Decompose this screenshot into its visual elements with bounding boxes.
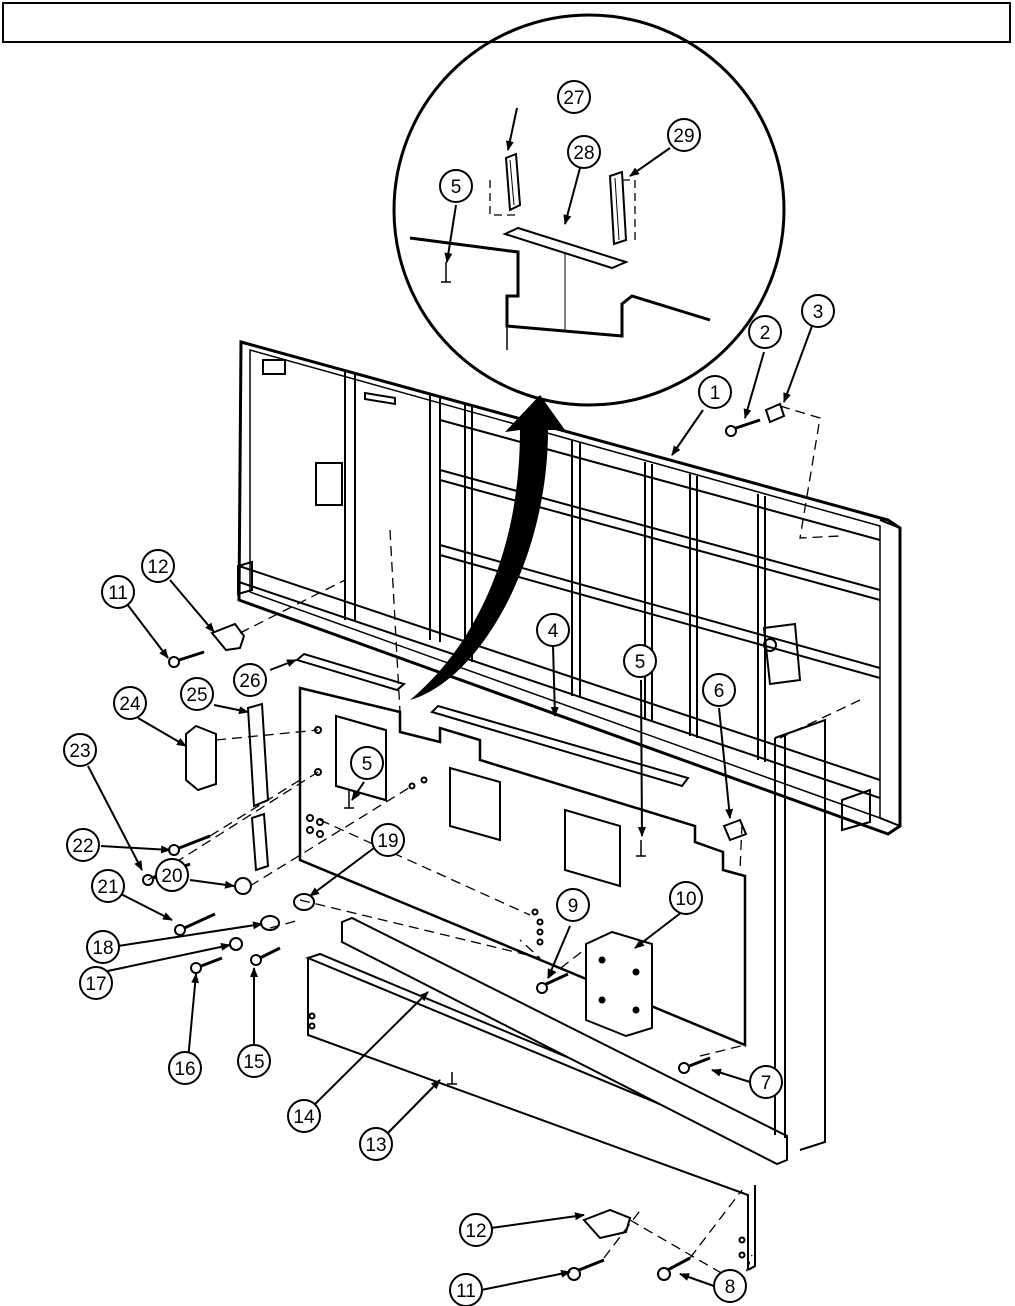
- callout-21: 21: [91, 869, 125, 903]
- svg-text:22: 22: [72, 836, 93, 857]
- svg-text:17: 17: [85, 974, 106, 995]
- callout-17: 17: [79, 966, 113, 1000]
- svg-text:8: 8: [725, 1277, 736, 1298]
- svg-text:27: 27: [563, 88, 584, 109]
- svg-text:7: 7: [761, 1073, 772, 1094]
- callout-13: 13: [359, 1127, 393, 1161]
- svg-text:28: 28: [573, 143, 594, 164]
- callout-11-bottom: 11: [449, 1273, 483, 1306]
- back-panel: [298, 686, 747, 1047]
- leader-lines: [87, 107, 813, 1291]
- callout-16: 16: [168, 1051, 202, 1085]
- callout-24: 24: [113, 686, 147, 720]
- callout-20: 20: [155, 858, 189, 892]
- svg-text:14: 14: [293, 1107, 315, 1128]
- callout-2: 2: [748, 315, 782, 349]
- callout-15: 15: [237, 1044, 271, 1078]
- callout-8: 10: [669, 881, 703, 915]
- callout-4: 4: [536, 613, 570, 647]
- callout-26: 26: [233, 663, 267, 697]
- callout-5-right: 5: [623, 644, 657, 678]
- svg-text:26: 26: [239, 671, 260, 692]
- rail-26: [294, 652, 407, 692]
- svg-text:5: 5: [635, 652, 646, 673]
- svg-text:21: 21: [97, 877, 118, 898]
- callout-6: 6: [702, 673, 736, 707]
- rail-14: [341, 916, 788, 1166]
- svg-text:12: 12: [465, 1221, 486, 1242]
- svg-text:2: 2: [760, 323, 771, 344]
- svg-text:19: 19: [377, 831, 398, 852]
- svg-text:23: 23: [69, 741, 90, 762]
- callout-5-inset: 5: [439, 169, 473, 203]
- svg-text:25: 25: [186, 685, 207, 706]
- callout-11-top: 11: [101, 575, 135, 609]
- svg-text:4: 4: [548, 621, 559, 642]
- callout-23: 23: [63, 733, 97, 767]
- callout-10: 8: [713, 1269, 747, 1303]
- svg-text:11: 11: [108, 583, 128, 604]
- svg-text:18: 18: [92, 938, 113, 959]
- rear-frame: [237, 340, 902, 836]
- svg-text:11: 11: [456, 1281, 476, 1302]
- callout-22: 22: [66, 828, 100, 862]
- detail-inset: [392, 13, 786, 407]
- svg-text:24: 24: [119, 694, 141, 715]
- callout-12-top: 12: [141, 549, 175, 583]
- callout-5-left: 5: [350, 746, 384, 780]
- svg-text:16: 16: [174, 1059, 195, 1080]
- callout-7: 9: [556, 888, 590, 922]
- callout-1: 1: [698, 375, 732, 409]
- callout-25: 25: [180, 677, 214, 711]
- callout-28: 28: [567, 135, 601, 169]
- svg-text:10: 10: [675, 889, 696, 910]
- svg-text:15: 15: [243, 1052, 264, 1073]
- curved-arrow: [410, 395, 565, 700]
- svg-text:5: 5: [362, 754, 373, 775]
- svg-text:29: 29: [673, 126, 694, 147]
- svg-text:3: 3: [813, 302, 824, 323]
- rail-4: [430, 704, 690, 788]
- small-parts: [142, 402, 786, 1281]
- svg-text:9: 9: [568, 896, 579, 917]
- header-box: [2, 2, 1011, 43]
- svg-text:1: 1: [710, 383, 721, 404]
- svg-text:5: 5: [451, 177, 462, 198]
- callout-9: 7: [749, 1065, 783, 1099]
- svg-text:6: 6: [714, 681, 725, 702]
- callout-14: 14: [287, 1099, 321, 1133]
- callout-19: 19: [371, 823, 405, 857]
- callout-12-bottom: 12: [459, 1213, 493, 1247]
- svg-text:12: 12: [147, 557, 168, 578]
- callout-29: 29: [667, 118, 701, 152]
- callout-27: 27: [557, 80, 591, 114]
- callouts: 27 28 29 5 3 2 1 12 11 4 5 6 26 25 24 23…: [63, 80, 835, 1306]
- callout-18: 18: [86, 930, 120, 964]
- svg-text:20: 20: [161, 866, 182, 887]
- callout-3: 3: [801, 294, 835, 328]
- svg-text:13: 13: [365, 1135, 386, 1156]
